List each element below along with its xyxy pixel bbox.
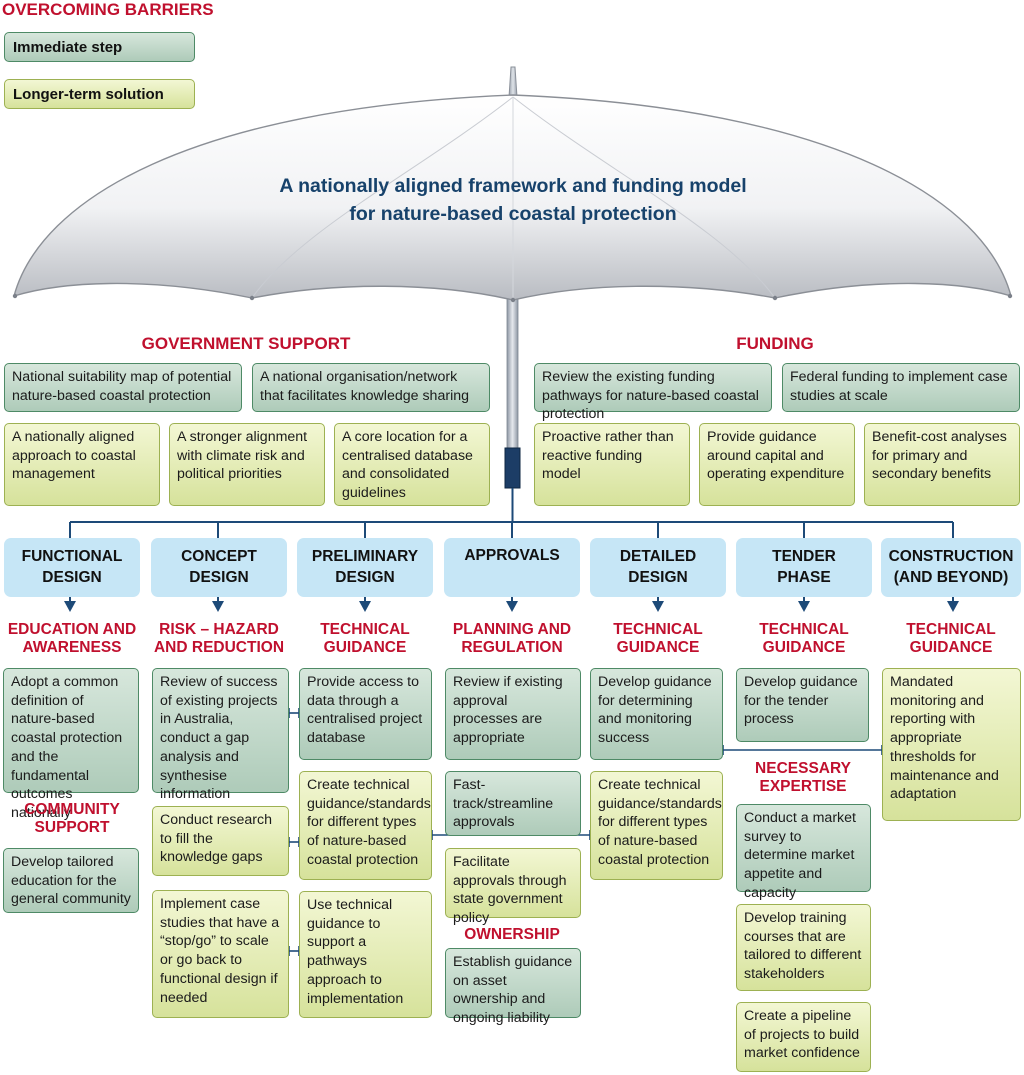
approvals-item-fast-track: Fast-track/streamline approvals <box>445 771 581 836</box>
funding-item-federal-funding: Federal funding to implement case studie… <box>782 363 1020 412</box>
phase-functional-design: FUNCTIONAL DESIGN <box>4 538 140 597</box>
tender-item-market-survey: Conduct a market survey to determine mar… <box>736 804 871 901</box>
funding-heading: FUNDING <box>736 334 814 353</box>
category-line1: COMMUNITY <box>24 801 120 818</box>
funding-item-proactive-model: Proactive rather than reactive funding m… <box>534 423 690 506</box>
umbrella-title: A nationally aligned framework and fundi… <box>180 172 846 229</box>
phase-arrows <box>64 601 959 612</box>
phase-construction: CONSTRUCTION (AND BEYOND) <box>881 538 1021 597</box>
category-line2: AWARENESS <box>22 639 122 657</box>
category-line1: TECHNICAL <box>320 621 410 638</box>
gov-item-core-location: A core location for a centralised databa… <box>334 423 490 506</box>
phase-label-line1: TENDER <box>772 548 836 566</box>
construction-item-monitoring: Mandated monitoring and reporting with a… <box>882 668 1021 821</box>
diagram-heading: OVERCOMING BARRIERS <box>2 0 214 19</box>
category-line1: TECHNICAL <box>759 621 849 638</box>
category-ownership: OWNERSHIP <box>464 926 560 943</box>
funding-item-review-pathways: Review the existing funding pathways for… <box>534 363 772 422</box>
category-line2: GUIDANCE <box>909 639 993 657</box>
government-support-heading: GOVERNMENT SUPPORT <box>141 334 351 353</box>
approvals-item-asset-ownership: Establish guidance on asset ownership an… <box>445 948 581 1026</box>
category-line1: NECESSARY <box>755 760 851 777</box>
phase-label-line2: DESIGN <box>42 568 102 586</box>
functional-item-common-definition: Adopt a common definition of nature-base… <box>3 668 139 821</box>
umbrella-pole <box>506 289 519 451</box>
phase-concept-design: CONCEPT DESIGN <box>151 538 287 597</box>
funding-item-benefit-cost: Benefit-cost analyses for primary and se… <box>864 423 1020 506</box>
legend-longer-term-solution: Longer-term solution <box>4 79 195 109</box>
gov-item-national-network: A national organisation/network that fac… <box>252 363 490 412</box>
phase-label-line2: DESIGN <box>628 568 688 586</box>
phase-label-line1: APPROVALS <box>464 547 560 564</box>
tender-item-training-courses: Develop training courses that are tailor… <box>736 904 871 991</box>
phase-label-line2: DESIGN <box>335 568 395 586</box>
phase-label-line2: DESIGN <box>189 568 249 586</box>
detailed-item-technical-standards: Create technical guidance/standards for … <box>590 771 723 880</box>
umbrella-title-line1: A nationally aligned framework and fundi… <box>279 175 747 197</box>
category-line1: TECHNICAL <box>906 621 996 638</box>
funding-item-capital-guidance: Provide guidance around capital and oper… <box>699 423 855 506</box>
approvals-item-review-processes: Review if existing approval processes ar… <box>445 668 581 760</box>
concept-item-research: Conduct research to fill the knowledge g… <box>152 806 289 876</box>
phase-label-line1: CONSTRUCTION <box>888 548 1014 566</box>
category-line1: TECHNICAL <box>613 621 703 638</box>
gov-item-climate-alignment: A stronger alignment with climate risk a… <box>169 423 325 506</box>
concept-item-case-studies: Implement case studies that have a “stop… <box>152 890 289 1018</box>
category-line2: AND REDUCTION <box>153 639 285 657</box>
phase-preliminary-design: PRELIMINARY DESIGN <box>297 538 433 597</box>
approvals-item-state-policy: Facilitate approvals through state gover… <box>445 848 581 926</box>
phase-detailed-design: DETAILED DESIGN <box>590 538 726 597</box>
category-line1: PLANNING AND <box>452 621 572 638</box>
preliminary-item-pathways: Use technical guidance to support a path… <box>299 891 432 1018</box>
phase-label-line2: PHASE <box>777 568 831 586</box>
category-line2: GUIDANCE <box>616 639 700 657</box>
legend-immediate-step: Immediate step <box>4 32 195 62</box>
category-line2: SUPPORT <box>34 819 110 837</box>
concept-item-review-success: Review of success of existing projects i… <box>152 668 289 802</box>
umbrella-title-line2: for nature-based coastal protection <box>349 203 677 226</box>
phase-distribution-lines <box>69 521 954 538</box>
preliminary-item-data-access: Provide access to data through a central… <box>299 668 432 760</box>
phase-label-line1: DETAILED <box>619 548 697 566</box>
category-line2: GUIDANCE <box>762 639 846 657</box>
category-line1: RISK – HAZARD <box>159 621 279 638</box>
gov-item-suitability-map: National suitability map of potential na… <box>4 363 242 412</box>
phase-label-line1: CONCEPT <box>181 548 257 566</box>
phase-label-line1: FUNCTIONAL <box>21 548 123 566</box>
category-line1: EDUCATION AND <box>7 621 137 638</box>
tender-item-project-pipeline: Create a pipeline of projects to build m… <box>736 1002 871 1072</box>
umbrella-tip <box>508 66 518 98</box>
umbrella-handle <box>504 447 521 489</box>
gov-item-aligned-approach: A nationally aligned approach to coastal… <box>4 423 160 506</box>
phase-label-line1: PRELIMINARY <box>311 548 419 566</box>
phase-label-line2: (AND BEYOND) <box>893 568 1009 586</box>
category-line2: EXPERTISE <box>759 778 847 796</box>
phase-tender: TENDER PHASE <box>736 538 872 597</box>
preliminary-item-technical-standards: Create technical guidance/standards for … <box>299 771 432 880</box>
category-line2: GUIDANCE <box>323 639 407 657</box>
phase-approvals: APPROVALS <box>444 538 580 597</box>
functional-item-tailored-education: Develop tailored education for the gener… <box>3 848 139 913</box>
category-line2: REGULATION <box>461 639 563 657</box>
tender-item-tender-process: Develop guidance for the tender process <box>736 668 869 742</box>
detailed-item-monitoring-success: Develop guidance for determining and mon… <box>590 668 723 760</box>
